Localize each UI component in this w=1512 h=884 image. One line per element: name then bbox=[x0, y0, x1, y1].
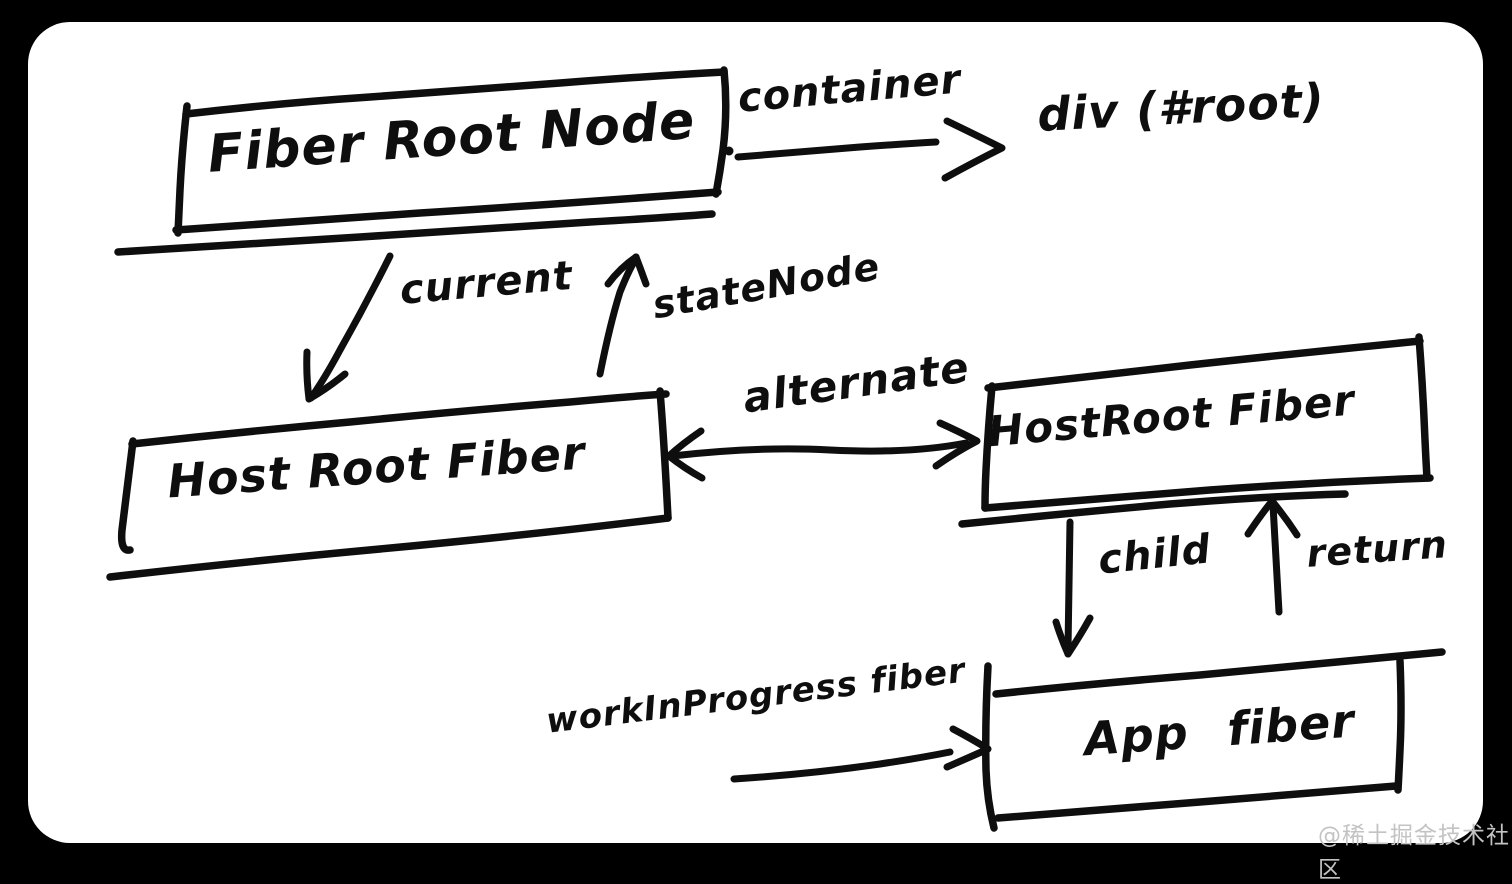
container-arrow bbox=[724, 117, 1006, 182]
statenode-arrow bbox=[596, 253, 650, 378]
host-root-fiber-box bbox=[106, 387, 672, 581]
hostroot-fiber-alt-box bbox=[958, 333, 1434, 528]
current-arrow bbox=[303, 252, 394, 403]
container-arrow-dot bbox=[724, 146, 734, 156]
alternate-arrow bbox=[665, 419, 981, 482]
app-fiber-box bbox=[982, 648, 1446, 832]
return-arrow bbox=[1244, 497, 1301, 616]
fiber-root-node-box bbox=[114, 66, 730, 256]
workinprogress-arrow bbox=[730, 725, 992, 783]
watermark-text: @稀土掘金技术社区 bbox=[1318, 823, 1510, 883]
child-arrow bbox=[1052, 518, 1094, 658]
diagram-strokes bbox=[106, 66, 1446, 832]
